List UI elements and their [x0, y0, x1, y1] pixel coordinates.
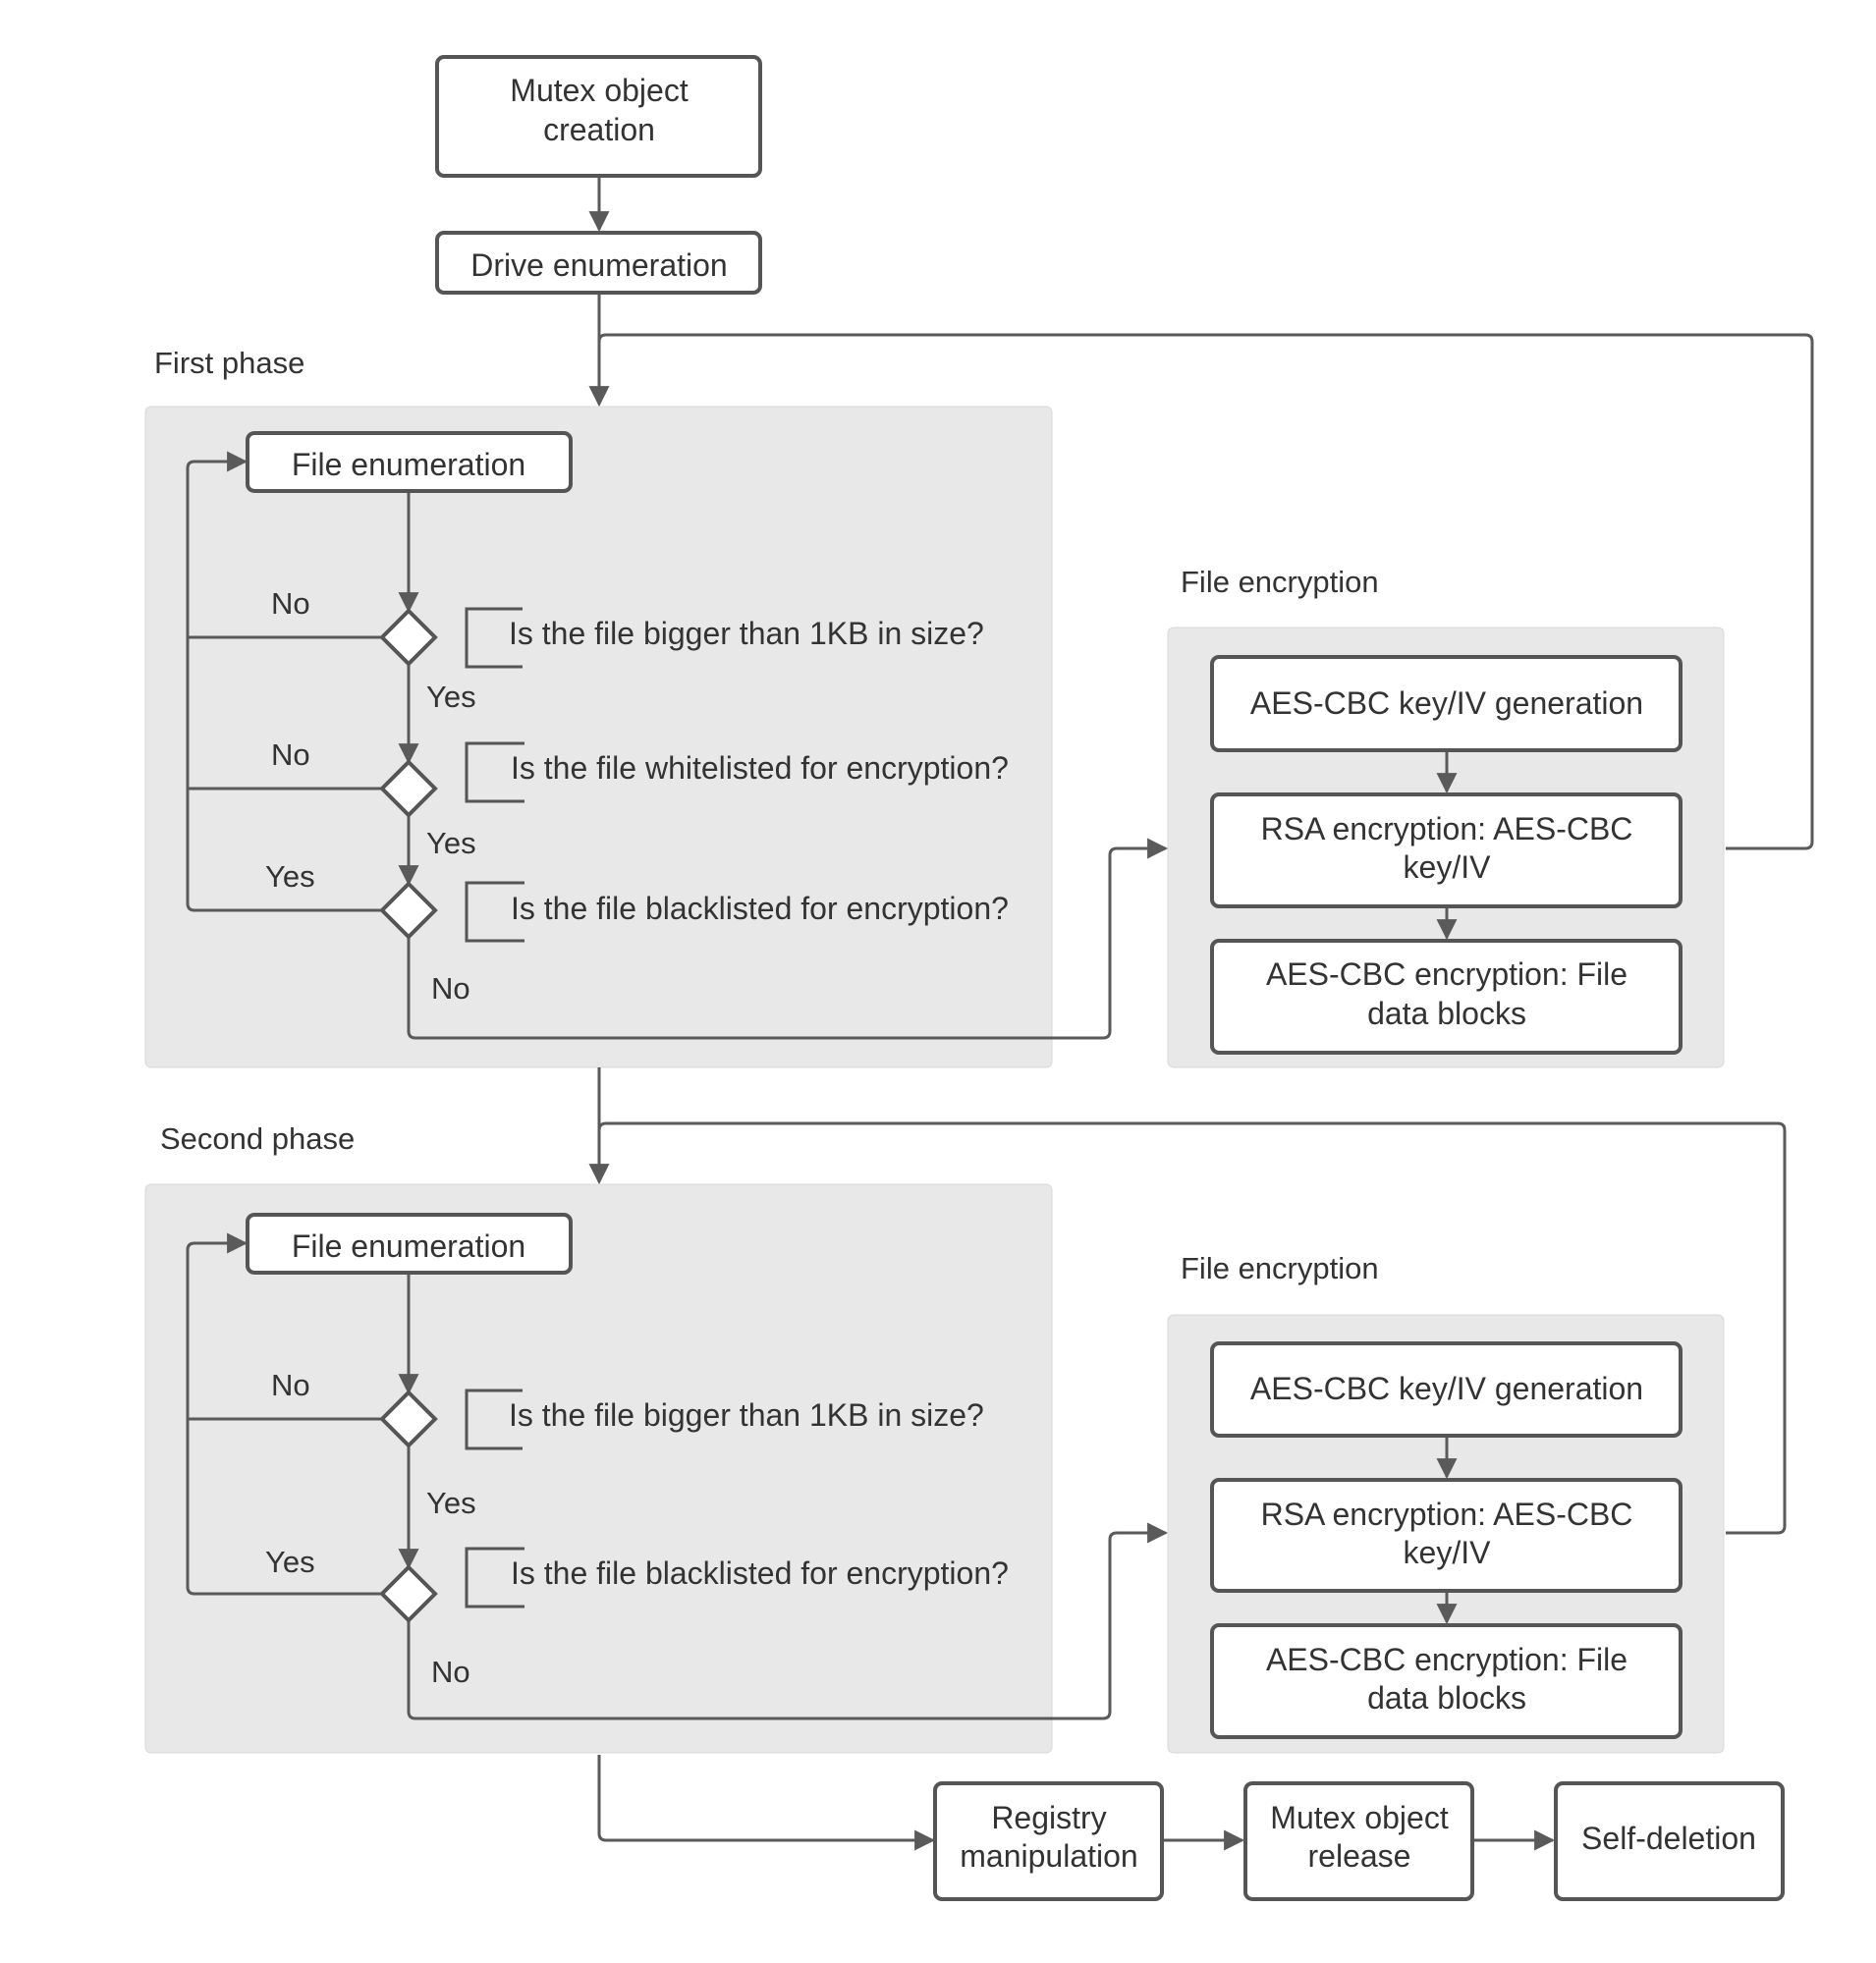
drive-enumeration-label: Drive enumeration: [470, 247, 727, 283]
mutex-release-node: Mutex object release: [1243, 1781, 1474, 1901]
first-encryption-title: File encryption: [1181, 565, 1379, 599]
second-blacklist-decision-diamond: [379, 1564, 438, 1623]
first-whitelist-no-label: No: [271, 737, 310, 772]
second-blacklist-yes-label: Yes: [265, 1545, 315, 1579]
second-rsa-line-2: key/IV: [1404, 1535, 1492, 1570]
first-size-question: Is the file bigger than 1KB in size?: [509, 616, 984, 651]
second-file-enumeration-node: File enumeration: [246, 1213, 573, 1275]
drive-enumeration-node: Drive enumeration: [435, 231, 762, 295]
first-blacklist-yes-label: Yes: [265, 859, 315, 894]
second-aes-node: AES-CBC encryption: File data blocks: [1210, 1623, 1683, 1739]
mutex-release-line-2: release: [1308, 1838, 1411, 1874]
first-blacklist-annotation-bracket: [465, 881, 524, 943]
second-size-question: Is the file bigger than 1KB in size?: [509, 1397, 984, 1433]
second-key-gen-label: AES-CBC key/IV generation: [1250, 1371, 1643, 1406]
registry-manipulation-node: Registry manipulation: [933, 1781, 1164, 1901]
first-size-annotation-bracket: [465, 607, 523, 669]
first-aes-node: AES-CBC encryption: File data blocks: [1210, 939, 1683, 1055]
first-blacklist-no-label: No: [431, 971, 470, 1006]
first-rsa-line-1: RSA encryption: AES-CBC: [1261, 811, 1633, 846]
second-blacklist-annotation-bracket: [465, 1547, 524, 1609]
first-size-yes-label: Yes: [426, 680, 476, 714]
first-rsa-line-2: key/IV: [1404, 849, 1492, 885]
second-size-annotation-bracket: [465, 1389, 523, 1450]
second-key-gen-node: AES-CBC key/IV generation: [1210, 1341, 1683, 1438]
second-size-no-label: No: [271, 1368, 310, 1402]
mutex-creation-line-2: creation: [543, 112, 655, 147]
first-aes-line-2: data blocks: [1367, 996, 1526, 1031]
second-file-enumeration-label: File enumeration: [292, 1228, 525, 1264]
second-rsa-node: RSA encryption: AES-CBC key/IV: [1210, 1478, 1683, 1593]
first-key-gen-label: AES-CBC key/IV generation: [1250, 685, 1643, 721]
second-blacklist-no-label: No: [431, 1655, 470, 1689]
first-blacklist-decision-diamond: [379, 881, 438, 940]
second-encryption-title: File encryption: [1181, 1251, 1379, 1285]
second-phase-title: Second phase: [160, 1121, 355, 1156]
first-size-no-label: No: [271, 586, 310, 621]
mutex-creation-node: Mutex object creation: [435, 55, 762, 178]
second-rsa-line-1: RSA encryption: AES-CBC: [1261, 1497, 1633, 1532]
second-blacklist-question: Is the file blacklisted for encryption?: [511, 1555, 1009, 1591]
self-deletion-label: Self-deletion: [1581, 1821, 1756, 1856]
second-aes-line-1: AES-CBC encryption: File: [1266, 1642, 1628, 1677]
connectors: [186, 177, 1814, 1851]
self-deletion-node: Self-deletion: [1554, 1781, 1785, 1901]
first-size-decision-diamond: [379, 608, 438, 667]
first-aes-line-1: AES-CBC encryption: File: [1266, 956, 1628, 992]
first-phase-title: First phase: [154, 346, 304, 380]
first-whitelist-question: Is the file whitelisted for encryption?: [511, 750, 1009, 786]
first-file-enumeration-node: File enumeration: [246, 431, 573, 493]
first-whitelist-decision-diamond: [379, 759, 438, 818]
first-rsa-node: RSA encryption: AES-CBC key/IV: [1210, 792, 1683, 908]
second-aes-line-2: data blocks: [1367, 1680, 1526, 1716]
first-whitelist-yes-label: Yes: [426, 826, 476, 860]
registry-manipulation-line-1: Registry: [991, 1800, 1106, 1835]
first-blacklist-question: Is the file blacklisted for encryption?: [511, 891, 1009, 926]
first-key-gen-node: AES-CBC key/IV generation: [1210, 655, 1683, 752]
second-size-decision-diamond: [379, 1390, 438, 1448]
first-file-enumeration-label: File enumeration: [292, 447, 525, 482]
mutex-creation-line-1: Mutex object: [510, 73, 689, 108]
first-whitelist-annotation-bracket: [465, 741, 524, 803]
registry-manipulation-line-2: manipulation: [960, 1838, 1137, 1874]
mutex-release-line-1: Mutex object: [1270, 1800, 1449, 1835]
second-size-yes-label: Yes: [426, 1486, 476, 1520]
